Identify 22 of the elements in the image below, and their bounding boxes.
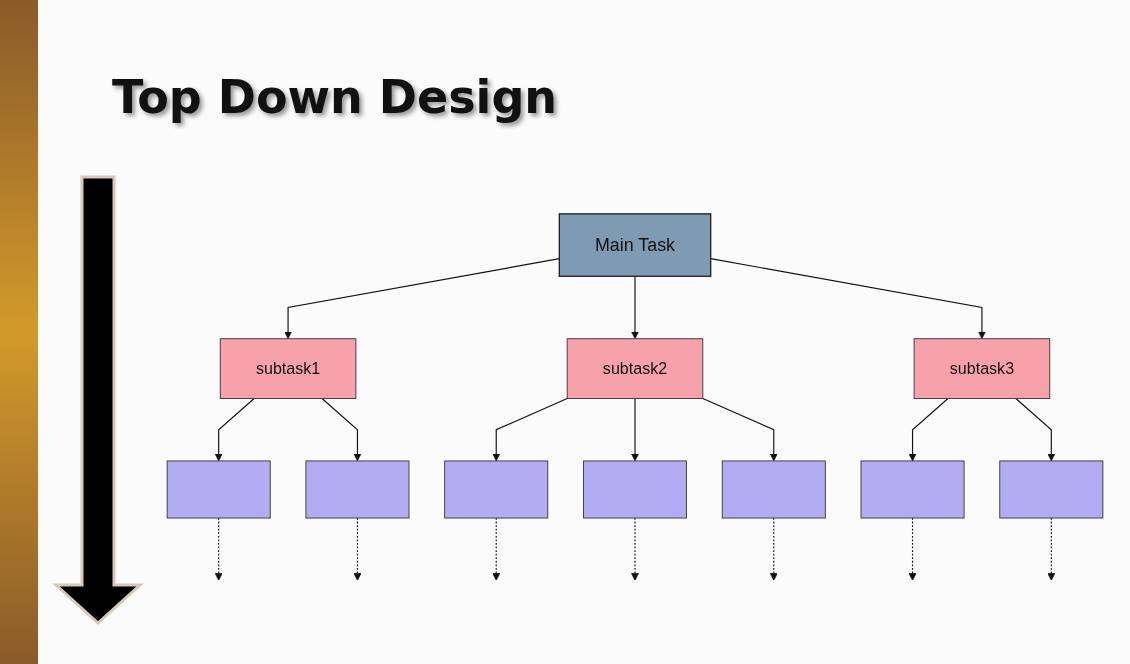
arrow — [492, 397, 568, 462]
arrow — [908, 397, 949, 462]
node-box — [721, 460, 826, 519]
arrow — [631, 397, 639, 462]
title: Top Down Design — [112, 70, 558, 124]
node-box: Main Task — [558, 213, 712, 277]
node-box — [166, 460, 271, 519]
arrow — [284, 258, 560, 340]
arrow — [1015, 397, 1056, 462]
node-box: subtask3 — [913, 338, 1051, 399]
arrow — [321, 397, 362, 462]
node-box — [583, 460, 687, 519]
arrow — [710, 258, 986, 340]
node-box: subtask1 — [219, 338, 357, 399]
arrow — [631, 275, 639, 340]
arrow — [702, 397, 778, 462]
node-box — [860, 460, 965, 519]
node-box — [444, 460, 549, 519]
node-box — [305, 460, 410, 519]
node-box — [999, 460, 1104, 519]
node-box: subtask2 — [566, 338, 704, 399]
arrow — [214, 397, 255, 462]
